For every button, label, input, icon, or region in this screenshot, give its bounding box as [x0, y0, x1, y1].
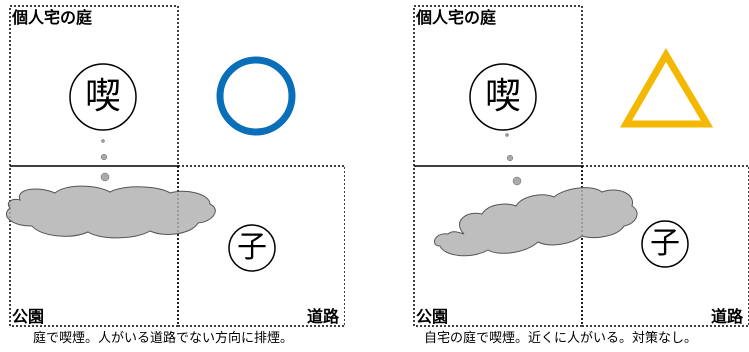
home-garden-label: 個人宅の庭 — [12, 8, 93, 27]
smoke-cloud — [433, 187, 638, 257]
road-label: 道路 — [710, 307, 743, 326]
caption-right: 自宅の庭で喫煙。近くに人がいる。対策なし。 — [424, 331, 698, 346]
child-glyph: 子 — [650, 226, 680, 261]
smoker-glyph: 喫 — [84, 76, 121, 117]
smoke-cloud — [5, 185, 216, 239]
triangle-mark-icon — [619, 48, 714, 128]
child-circle — [641, 220, 689, 268]
child-glyph: 子 — [237, 230, 267, 265]
scenario-diagram-left — [5, 5, 345, 327]
smoke-dot-large — [100, 172, 110, 182]
park-label: 公園 — [416, 307, 449, 326]
child-circle — [228, 224, 276, 272]
area-boundaries — [413, 5, 749, 327]
caption-left: 庭で喫煙。人がいる道路でない方向に排煙。 — [33, 331, 294, 346]
scenario-diagram-right — [413, 5, 749, 327]
area-boundaries — [9, 5, 345, 327]
road-area — [581, 165, 749, 327]
road-area — [177, 165, 345, 327]
smoke-dot-medium — [100, 153, 108, 161]
smoke-dot-small — [101, 139, 105, 143]
home-garden-label: 個人宅の庭 — [416, 8, 497, 27]
park-label: 公園 — [12, 307, 45, 326]
smoke-dot-small — [505, 133, 509, 137]
smoker-glyph: 喫 — [484, 76, 521, 117]
smoker-circle — [469, 63, 537, 131]
smoke-dot-medium — [506, 154, 514, 162]
scenario-panel-left: 個人宅の庭 公園 道路 喫 子 庭で喫煙。人がいる道路でない方向に排煙。 — [0, 0, 345, 352]
scenario-panel-right: 個人宅の庭 公園 道路 喫 子 自宅の庭で喫煙。近くに人がいる。対策なし。 — [404, 0, 749, 352]
smoke-dot-large — [512, 176, 522, 186]
circle-mark-icon — [216, 56, 296, 136]
smoker-circle — [69, 63, 137, 131]
road-label: 道路 — [306, 307, 339, 326]
